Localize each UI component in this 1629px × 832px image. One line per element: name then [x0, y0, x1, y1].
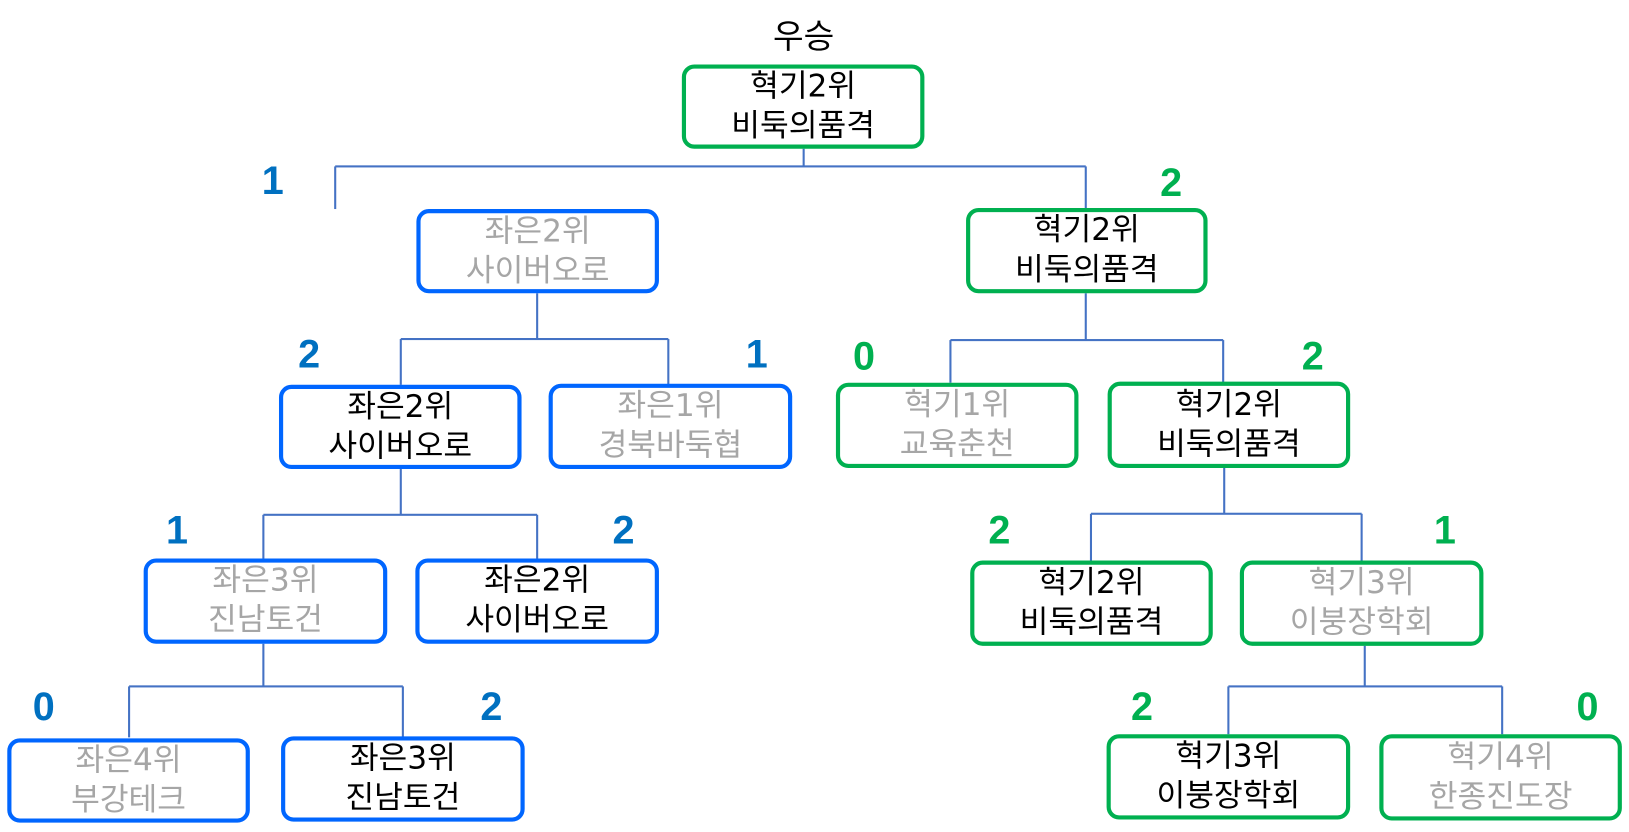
- connector-line: [667, 339, 670, 385]
- connector-line: [262, 514, 265, 559]
- match-score: 1: [745, 333, 768, 377]
- connector-line: [399, 469, 402, 515]
- connector-line: [536, 293, 539, 340]
- match-score: 0: [32, 685, 55, 730]
- team-name: 비둑의품격: [1157, 425, 1301, 463]
- team-name: 사이버오로: [328, 427, 473, 465]
- match-score: 2: [298, 333, 321, 377]
- team-name: 진남토건: [345, 780, 461, 817]
- connector-line: [1223, 467, 1226, 514]
- team-name: 한종진도장: [1428, 778, 1573, 815]
- connector-line: [1084, 166, 1087, 210]
- connector-line: [262, 643, 265, 687]
- match-score: 2: [1301, 335, 1324, 380]
- team-rank: 좌은2위: [347, 388, 454, 425]
- team-rank: 혁기3위: [1308, 564, 1415, 602]
- connector-line: [802, 148, 805, 167]
- connector-line: [128, 686, 131, 738]
- team-rank: 좌은2위: [484, 212, 591, 250]
- connector-line: [400, 338, 669, 341]
- match-score: 2: [480, 685, 503, 730]
- team-name: 진남토건: [207, 602, 323, 639]
- team-name: 교육춘천: [899, 426, 1015, 463]
- team-rank: 혁기1위: [904, 386, 1011, 424]
- team-rank: 좌은3위: [349, 740, 456, 777]
- match-score: 1: [261, 159, 284, 204]
- team-rank: 좌은4위: [75, 742, 182, 779]
- connector-line: [1228, 685, 1503, 688]
- team-rank: 좌은1위: [617, 387, 724, 425]
- connector-line: [1084, 293, 1087, 341]
- team-rank: 혁기2위: [750, 68, 857, 105]
- team-rank: 혁기2위: [1033, 212, 1140, 249]
- team-name: 경북바둑협: [598, 427, 743, 464]
- match-score: 2: [1130, 685, 1153, 730]
- match-score: 2: [1160, 161, 1183, 206]
- team-rank: 좌은2위: [484, 562, 591, 600]
- match-score: 1: [1433, 509, 1456, 553]
- team-name: 사이버오로: [465, 252, 610, 289]
- connector-line: [1360, 513, 1363, 561]
- match-score: 2: [612, 509, 635, 553]
- connector-line: [950, 339, 1224, 342]
- match-score: 0: [1576, 685, 1599, 730]
- team-name: 사이버오로: [465, 602, 609, 639]
- connector-line: [536, 514, 539, 559]
- connector-line: [399, 339, 402, 385]
- team-rank: 혁기2위: [1175, 386, 1282, 423]
- connector-line: [949, 340, 952, 383]
- connector-line: [335, 165, 1086, 168]
- team-rank: 혁기4위: [1447, 738, 1554, 776]
- team-name: 비둑의품격: [1014, 251, 1159, 289]
- connector-line: [263, 513, 538, 516]
- connector-line: [401, 686, 404, 738]
- team-rank: 혁기3위: [1175, 738, 1282, 775]
- team-name: 이붕장학회: [1156, 777, 1301, 815]
- connector-line: [129, 685, 403, 688]
- team-rank: 좌은3위: [212, 562, 319, 600]
- connector-line: [1222, 340, 1225, 383]
- connector-line: [1501, 686, 1504, 735]
- connector-line: [1363, 645, 1366, 687]
- connector-line: [334, 166, 337, 210]
- team-name: 이붕장학회: [1289, 604, 1434, 641]
- connector-line: [1089, 513, 1093, 561]
- team-rank: 혁기2위: [1038, 564, 1145, 602]
- connector-line: [1090, 512, 1362, 515]
- team-name: 비둑의품격: [731, 107, 875, 145]
- connector-line: [1227, 686, 1230, 735]
- team-name: 비둑의품격: [1019, 604, 1164, 641]
- champion-label: 우승: [772, 16, 835, 57]
- team-name: 부강테크: [71, 781, 187, 818]
- match-score: 0: [853, 335, 876, 380]
- match-score: 2: [988, 509, 1011, 553]
- match-score: 1: [165, 509, 188, 553]
